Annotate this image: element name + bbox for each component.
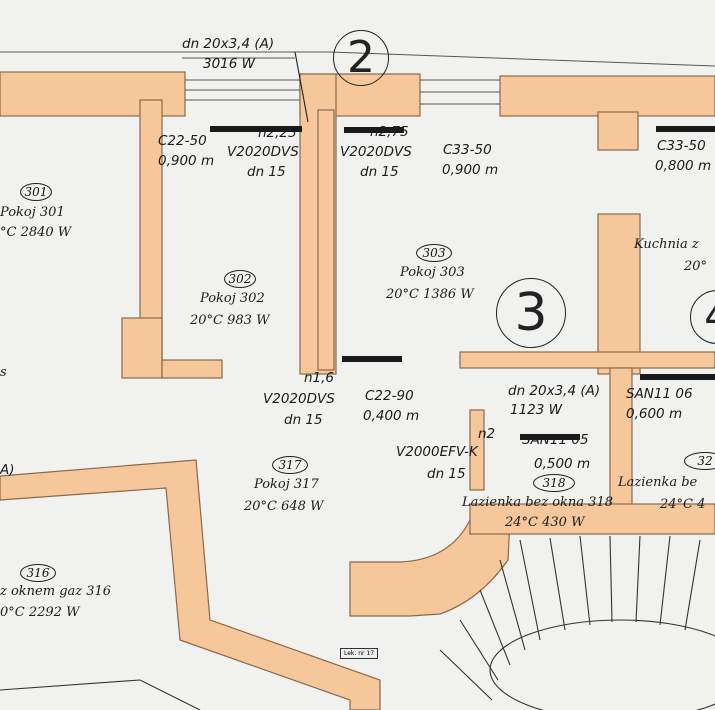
radiator-type: C22-90 [365,388,414,404]
room-temp-load: 20°C 983 W [190,313,270,328]
drawing-stamp: Lek. nr 17 [340,648,379,659]
section-marker-2: 2 [333,30,389,86]
room-temp-load: 24°C 430 W [505,515,585,530]
room-number: 303 [416,244,452,262]
room-temp-load: 24°C 4 [660,497,706,512]
valve-type: V2000EFV-K [396,444,478,460]
room-temp-load: 20°C 1386 W [386,287,474,302]
radiator-bar [520,434,580,440]
valve-dn: dn 15 [247,164,286,180]
radiator-type: SAN11 06 [626,386,693,402]
radiator-length: 0,800 m [655,158,712,174]
radiator-bar [342,356,402,362]
room-temp-load: 0°C 2292 W [0,605,80,620]
radiator-bar [344,127,404,133]
room-name: Lazienka be [618,475,698,490]
radiator-type: C22-50 [158,133,207,149]
valve-type: V2020DVS [263,391,335,407]
valve-dn: dn 15 [360,164,399,180]
pipe-power-mid: 1123 W [510,402,562,418]
radiator-type: SAN11 05 [522,432,589,448]
radiator-length: 0,900 m [158,153,215,169]
radiator-type: C33-50 [443,142,492,158]
radiator-bar [640,374,715,380]
valve-type: V2020DVS [340,144,412,160]
radiator-type: C33-50 [657,138,706,154]
valve-type: V2020DVS [227,144,299,160]
pipe-spec-mid: dn 20x3,4 (A) [508,383,601,399]
room-temp-load: °C 2840 W [0,225,72,240]
radiator-length: 0,400 m [363,408,420,424]
room-number: 317 [272,456,308,474]
room-name: Pokoj 317 [254,477,319,492]
room-number: 318 [533,474,575,492]
pipe-spec-top: dn 20x3,4 (A) [182,36,275,52]
valve-dn: dn 15 [427,466,466,482]
valve-setting: n2 [478,426,496,442]
room-name: Lazienka bez okna 318 [462,495,613,510]
room-number: 32 [684,452,715,470]
radiator-length: 0,500 m [534,456,591,472]
room-temp-load: 20°C 648 W [244,499,324,514]
section-marker-3: 3 [496,278,566,348]
pipe-power-top: 3016 W [203,56,255,72]
room-temp-load: 20° [684,259,708,274]
valve-dn: dn 15 [284,412,323,428]
room-name: Kuchnia z [634,237,699,252]
valve-setting: n2,75 [370,124,409,140]
radiator-bar [656,126,715,132]
room-name: z oknem gaz 316 [0,584,112,599]
room-number: 301 [20,183,52,201]
radiator-bar [210,126,302,132]
room-name: Pokoj 302 [200,291,265,306]
edge-fragment: s [0,365,7,380]
valve-setting: n1,6 [304,370,335,386]
room-number: 302 [224,270,256,288]
radiator-length: 0,900 m [442,162,499,178]
room-name: Pokoj 301 [0,205,65,220]
valve-setting: n2,25 [258,125,297,141]
radiator-length: 0,600 m [626,406,683,422]
room-name: Pokoj 303 [400,265,465,280]
room-number: 316 [20,564,56,582]
edge-fragment: A) [0,462,15,478]
